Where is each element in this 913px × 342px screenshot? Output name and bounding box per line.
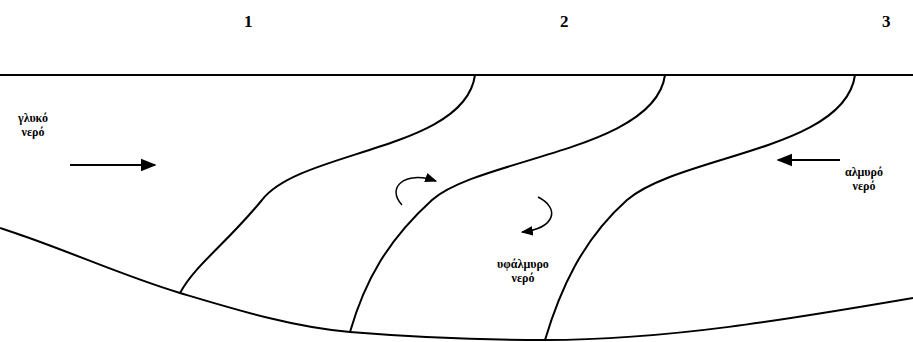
water-label: υφάλμυρο νερό xyxy=(490,258,556,286)
flow-arrow xyxy=(70,164,155,166)
zone-number: 3 xyxy=(882,12,891,32)
water-label: αλμυρό νερό xyxy=(836,166,892,194)
mixing-arrow xyxy=(522,197,552,232)
water-label: γλυκό νερό xyxy=(8,112,58,140)
water-surface xyxy=(0,74,913,76)
boundary-line xyxy=(350,75,665,332)
zone-number: 1 xyxy=(244,12,253,32)
boundary-line xyxy=(180,75,475,293)
boundary-line xyxy=(545,75,855,340)
zone-number: 2 xyxy=(560,12,569,32)
mixing-arrow xyxy=(396,178,436,205)
flow-arrow xyxy=(778,159,840,161)
river-bed xyxy=(0,228,913,340)
